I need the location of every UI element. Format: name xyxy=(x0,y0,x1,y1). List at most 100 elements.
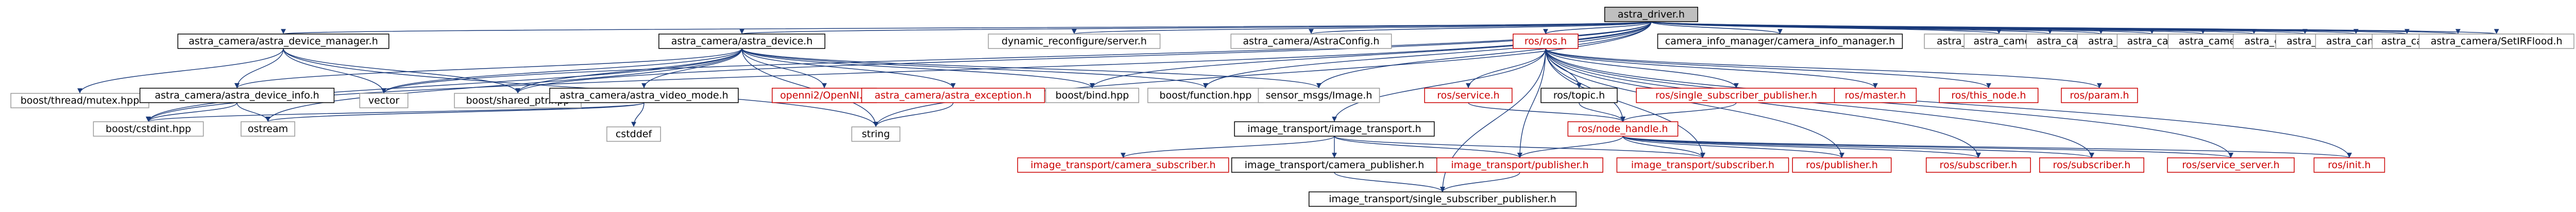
node-label: astra_camera/astra_exception.h xyxy=(875,90,1032,101)
graph-node[interactable]: astra_camera/astra_device_info.h xyxy=(139,88,335,103)
node-label: sensor_msgs/Image.h xyxy=(1266,90,1372,101)
graph-node: boost/bind.hpp xyxy=(1045,88,1140,103)
node-box xyxy=(1604,7,1699,22)
node-box xyxy=(1657,34,1903,49)
dependency-edge xyxy=(1203,21,1652,89)
dependency-edge xyxy=(1622,136,2352,158)
dependency-edge xyxy=(741,48,827,89)
dependency-edge xyxy=(1316,21,1652,89)
graph-node: boost/shared_ptr.hpp xyxy=(454,93,582,108)
graph-node[interactable]: astra_camera/astra_device_manager.h xyxy=(177,34,389,49)
dependency-edge xyxy=(282,21,1652,35)
node-label: image_transport/publisher.h xyxy=(1451,159,1588,171)
node-box xyxy=(1424,88,1513,103)
graph-node: image_transport/publisher.h xyxy=(1436,157,1603,173)
dependency-edge xyxy=(1466,48,1546,89)
node-label: ros/ros.h xyxy=(1524,36,1567,47)
node-label: ros/single_subscriber_publisher.h xyxy=(1655,90,1817,101)
dependency-edge xyxy=(146,102,645,122)
dependency-edge xyxy=(741,48,1321,89)
graph-node[interactable]: astra_driver.h xyxy=(1604,7,1699,22)
dependency-edge xyxy=(1440,172,1520,192)
dependency-edge xyxy=(234,48,742,89)
graph-node: ostream xyxy=(241,121,295,137)
graph-node[interactable]: ros/topic.h xyxy=(1540,88,1618,103)
node-label: ros/service_server.h xyxy=(2182,159,2279,171)
graph-node[interactable]: image_transport/camera_publisher.h xyxy=(1231,157,1438,173)
node-label: openni2/OpenNI.h xyxy=(780,90,869,101)
graph-node: ros/subscriber.h xyxy=(1926,157,2031,173)
graph-node[interactable]: image_transport/single_subscriber_publis… xyxy=(1309,191,1577,207)
node-box xyxy=(1231,157,1438,173)
dependency-edge xyxy=(1651,21,2499,35)
node-box xyxy=(2039,157,2144,173)
node-label: image_transport/camera_publisher.h xyxy=(1245,159,1425,171)
dependency-edge xyxy=(146,48,742,122)
node-layer: astra_driver.h astra_camera/astra_device_… xyxy=(10,7,2574,207)
edge-layer xyxy=(77,21,2499,192)
node-box xyxy=(861,88,1045,103)
node-box xyxy=(1234,121,1435,137)
graph-node: astra_camera/SetIRFlood.h xyxy=(2418,34,2574,49)
graph-node: ros/node_handle.h xyxy=(1567,121,1679,137)
graph-node: ros/service.h xyxy=(1424,88,1513,103)
dependency-edge xyxy=(283,48,878,127)
dependency-edge xyxy=(515,21,1652,94)
dependency-edge xyxy=(1090,21,1652,89)
graph-node: image_transport/subscriber.h xyxy=(1616,157,1789,173)
node-label: camera_info_manager/camera_info_manager.… xyxy=(1665,36,1895,47)
dependency-edge xyxy=(1334,136,1705,158)
node-label: astra_camera/astra_device.h xyxy=(671,36,813,47)
dependency-edge xyxy=(1334,136,1522,158)
node-label: astra_camera/SetIRFlood.h xyxy=(2431,36,2563,47)
dependency-edge xyxy=(234,48,284,89)
node-box xyxy=(988,34,1161,49)
node-box xyxy=(1567,121,1679,137)
node-box xyxy=(658,34,825,49)
dependency-edge xyxy=(1622,136,2233,158)
dependency-edge xyxy=(1545,48,1739,89)
node-box xyxy=(1792,157,1892,173)
dependency-edge xyxy=(873,21,1652,127)
dependency-edge xyxy=(515,48,742,94)
dependency-edge xyxy=(1651,21,1783,35)
node-label: boost/function.hpp xyxy=(1160,90,1252,101)
dependency-edge xyxy=(1622,136,1705,158)
dependency-edge xyxy=(1468,102,1625,122)
graph-node[interactable]: astra_camera/astra_device.h xyxy=(658,34,825,49)
graph-node: ros/master.h xyxy=(1834,88,1917,103)
dependency-edge xyxy=(1622,136,2094,158)
node-box xyxy=(1834,88,1917,103)
dependency-edge xyxy=(1620,102,1737,122)
graph-node: cstddef xyxy=(606,126,661,142)
node-label: ros/init.h xyxy=(2328,159,2370,171)
graph-node[interactable]: astra_camera/astra_video_mode.h xyxy=(549,88,739,103)
dependency-edge xyxy=(1517,48,1546,158)
graph-node: boost/function.hpp xyxy=(1147,88,1264,103)
node-box xyxy=(1513,34,1579,49)
node-box xyxy=(1926,157,2031,173)
graph-node: astra_camera/AstraConfig.h xyxy=(1230,34,1392,49)
node-label: ros/service.h xyxy=(1437,90,1499,101)
graph-node: vector xyxy=(359,93,409,108)
node-label: boost/cstdint.hpp xyxy=(106,123,191,135)
node-label: ros/node_handle.h xyxy=(1578,123,1668,135)
dependency-edge xyxy=(1545,48,2094,158)
graph-node: sensor_msgs/Image.h xyxy=(1258,88,1380,103)
graph-node: ros/init.h xyxy=(2313,157,2385,173)
node-box xyxy=(2167,157,2295,173)
graph-node[interactable]: camera_info_manager/camera_info_manager.… xyxy=(1657,34,1903,49)
graph-node: ros/single_subscriber_publisher.h xyxy=(1636,88,1837,103)
node-label: vector xyxy=(368,95,399,106)
dependency-edge xyxy=(265,102,645,122)
node-label: ros/this_node.h xyxy=(1952,90,2026,101)
dependency-edge xyxy=(641,48,742,89)
graph-node: openni2/OpenNI.h xyxy=(772,88,877,103)
graph-node[interactable]: image_transport/image_transport.h xyxy=(1234,121,1435,137)
graph-node: ros/service_server.h xyxy=(2167,157,2295,173)
node-label: ostream xyxy=(248,123,288,135)
graph-node: ros/subscriber.h xyxy=(2039,157,2144,173)
node-box xyxy=(2418,34,2574,49)
dependency-edge xyxy=(283,48,386,94)
